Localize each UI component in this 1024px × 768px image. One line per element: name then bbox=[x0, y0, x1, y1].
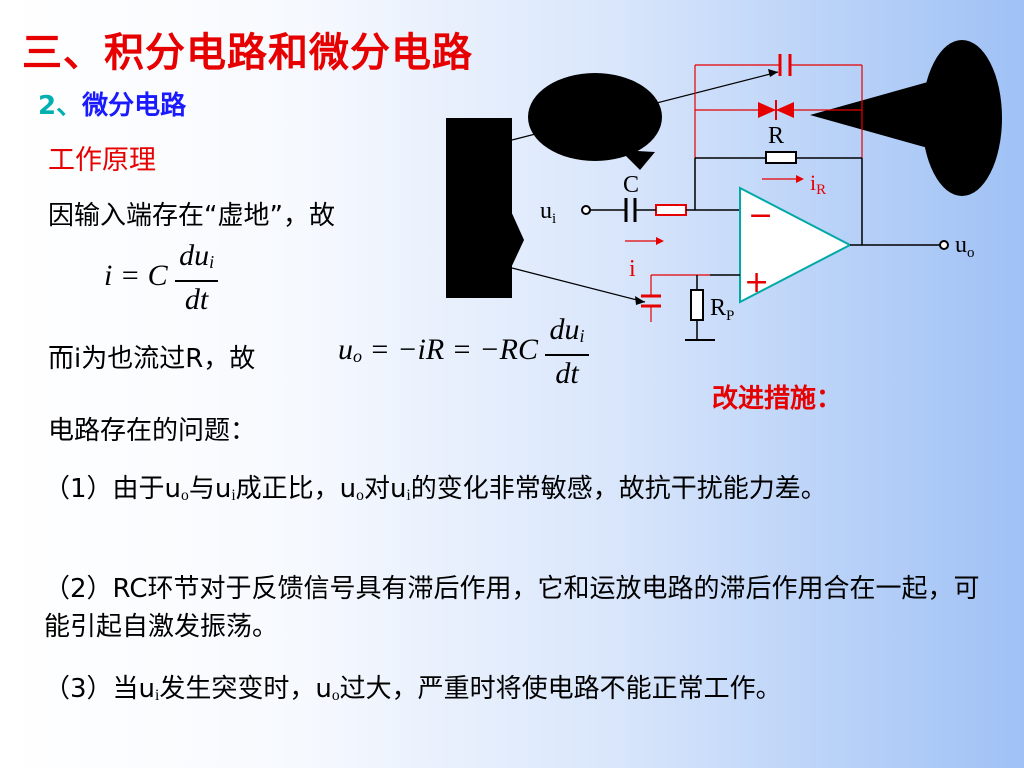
label-RP-main: R bbox=[710, 295, 726, 321]
label-R: R bbox=[768, 123, 784, 149]
label-RP: RP bbox=[710, 295, 734, 324]
virtual-ground-text: 因输入端存在“虚地”，故 bbox=[48, 201, 335, 231]
eq2-u-sub: o bbox=[353, 345, 362, 366]
black-speech-bubble bbox=[528, 73, 662, 170]
feedback-resistor bbox=[694, 151, 863, 245]
principle-heading: 工作原理 bbox=[48, 145, 156, 176]
label-ui-sub: i bbox=[552, 211, 556, 227]
current-arrow-iR bbox=[762, 175, 804, 183]
label-iR: iR bbox=[810, 170, 826, 198]
p1-sub-i: i bbox=[231, 487, 236, 504]
eq1-num-text: du bbox=[179, 239, 210, 272]
input-terminal bbox=[581, 205, 626, 215]
opamp-minus: − bbox=[748, 198, 773, 233]
section-number: 2、 bbox=[38, 91, 83, 121]
p3-sub-i: i bbox=[155, 687, 160, 704]
label-iR-sub: R bbox=[816, 182, 826, 198]
label-iR-main: i bbox=[810, 170, 816, 195]
eq2-numerator: dui bbox=[545, 312, 589, 356]
eq2-num-text: du bbox=[549, 313, 580, 346]
p3-part-e: 过大，严重时将使电路不能正常工作。 bbox=[339, 674, 782, 704]
label-RP-sub: P bbox=[726, 308, 734, 324]
p1-part-e: 成正比，u bbox=[235, 474, 357, 504]
output-equation: uo = −iR = −RC dui dt bbox=[338, 312, 589, 392]
eq2-denominator: dt bbox=[555, 357, 579, 390]
p1-part-c: 与u bbox=[188, 474, 232, 504]
opamp-plus: + bbox=[744, 265, 769, 300]
problem-2: （2）RC环节对于反馈信号具有滞后作用，它和运放电路的滞后作用合在一起，可能引起… bbox=[44, 574, 980, 642]
pointer-line-bottom bbox=[511, 267, 646, 303]
red-series-resistor bbox=[655, 204, 687, 216]
problem-3: （3）当ui发生突变时，uo过大，严重时将使电路不能正常工作。 bbox=[44, 670, 1004, 715]
op-amp bbox=[739, 186, 940, 304]
improvement-label: 改进措施： bbox=[712, 384, 843, 414]
black-callout-block bbox=[446, 118, 524, 298]
section-subtitle: 2、微分电路 bbox=[38, 85, 186, 122]
p3-sub-o: o bbox=[331, 687, 340, 704]
label-ui-main: u bbox=[540, 198, 552, 224]
problems-heading: 电路存在的问题： bbox=[48, 416, 257, 446]
p1-part-a: （1）由于u bbox=[44, 474, 182, 504]
problem-1: （1）由于uo与ui成正比，uo对ui的变化非常敏感，故抗干扰能力差。 bbox=[44, 470, 1004, 515]
resistor-current-text: 而i为也流过R，故 bbox=[48, 344, 256, 374]
label-i: i bbox=[629, 256, 636, 282]
output-terminal bbox=[939, 240, 949, 250]
eq2-num-sub: i bbox=[579, 326, 585, 346]
label-uo: uo bbox=[955, 232, 975, 261]
page-title: 三、积分电路和微分电路 bbox=[22, 30, 473, 76]
p3-part-c: 发生突变时，u bbox=[159, 674, 332, 704]
current-arrow-i bbox=[625, 237, 664, 245]
eq2-fraction: dui dt bbox=[545, 312, 589, 392]
black-megaphone bbox=[810, 40, 1002, 196]
label-ui: ui bbox=[540, 198, 556, 227]
eq1-numerator: dui bbox=[175, 238, 219, 282]
eq2-mid: = −iR = −RC bbox=[362, 332, 538, 366]
eq1-num-sub: i bbox=[209, 252, 215, 272]
p1-part-g: 对u bbox=[363, 474, 407, 504]
eq1-denominator: dt bbox=[184, 283, 209, 316]
p1-part-i: 的变化非常敏感，故抗干扰能力差。 bbox=[410, 474, 827, 504]
red-zener-diodes bbox=[695, 100, 862, 120]
differentiator-circuit: R C iR ui uo i RP − + bbox=[446, 40, 1002, 341]
red-feedback-capacitor bbox=[694, 54, 863, 158]
label-uo-sub: o bbox=[967, 245, 975, 261]
balance-resistor bbox=[685, 274, 740, 341]
current-equation: i = C dui dt bbox=[104, 238, 219, 318]
eq2-u: u bbox=[338, 332, 353, 366]
label-uo-main: u bbox=[955, 232, 967, 258]
p1-sub-o: o bbox=[181, 487, 189, 504]
eq1-lhs: i = C bbox=[104, 258, 168, 292]
eq1-fraction: dui dt bbox=[175, 238, 219, 318]
p3-part-a: （3）当u bbox=[44, 674, 156, 704]
label-C: C bbox=[623, 172, 639, 198]
p1-sub-o2: o bbox=[356, 487, 364, 504]
section-name: 微分电路 bbox=[82, 91, 187, 121]
red-bypass-capacitor bbox=[641, 274, 710, 322]
p1-sub-i2: i bbox=[406, 487, 411, 504]
pointer-line-top bbox=[511, 71, 779, 141]
